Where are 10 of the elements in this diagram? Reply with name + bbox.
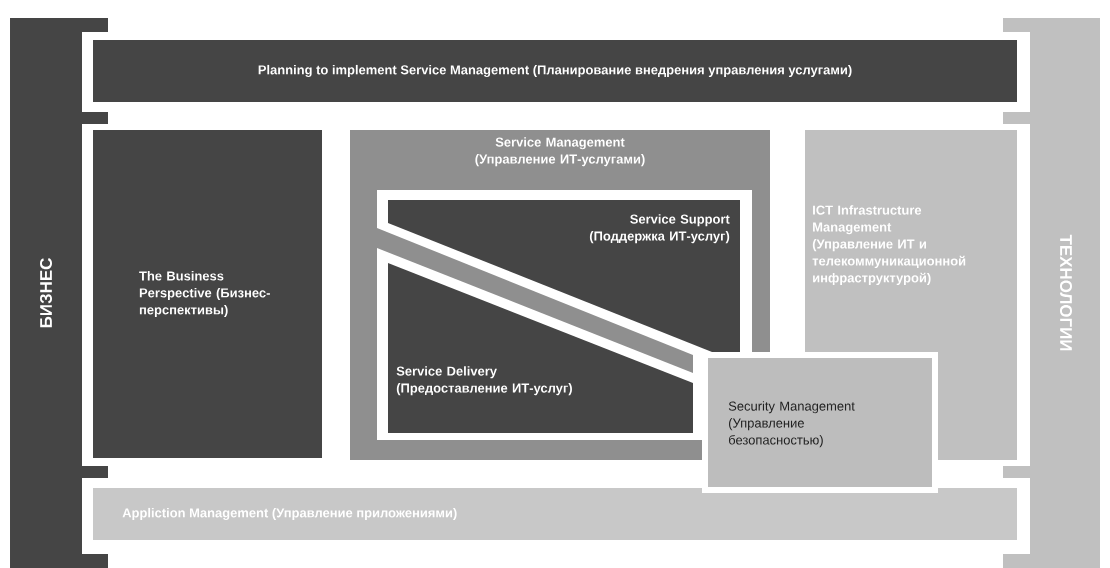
process-box: Security Management (Управление безопасностью) [702,352,938,493]
banner: Planning to implement Service Management (Планирование внедрения управления услугами) [93,40,1017,102]
process-box: Service Delivery (Предоставление ИТ-услуг) [388,263,693,433]
node-label: БИЗНЕС [40,258,53,328]
process-box: The Business Perspective (Бизнес-перспективы) [93,130,322,458]
side-bar: ТЕХНОЛОГИИ [1003,18,1100,568]
node-label: Service Support (Поддержка ИТ-услуг) [589,214,730,244]
node-label: ICT Infrastructure Management (Управление ИТ и телекоммуникационной инфраструктурой) [812,205,966,286]
side-bar: БИЗНЕС [10,18,108,568]
node-label: ТЕХНОЛОГИИ [1060,234,1072,351]
